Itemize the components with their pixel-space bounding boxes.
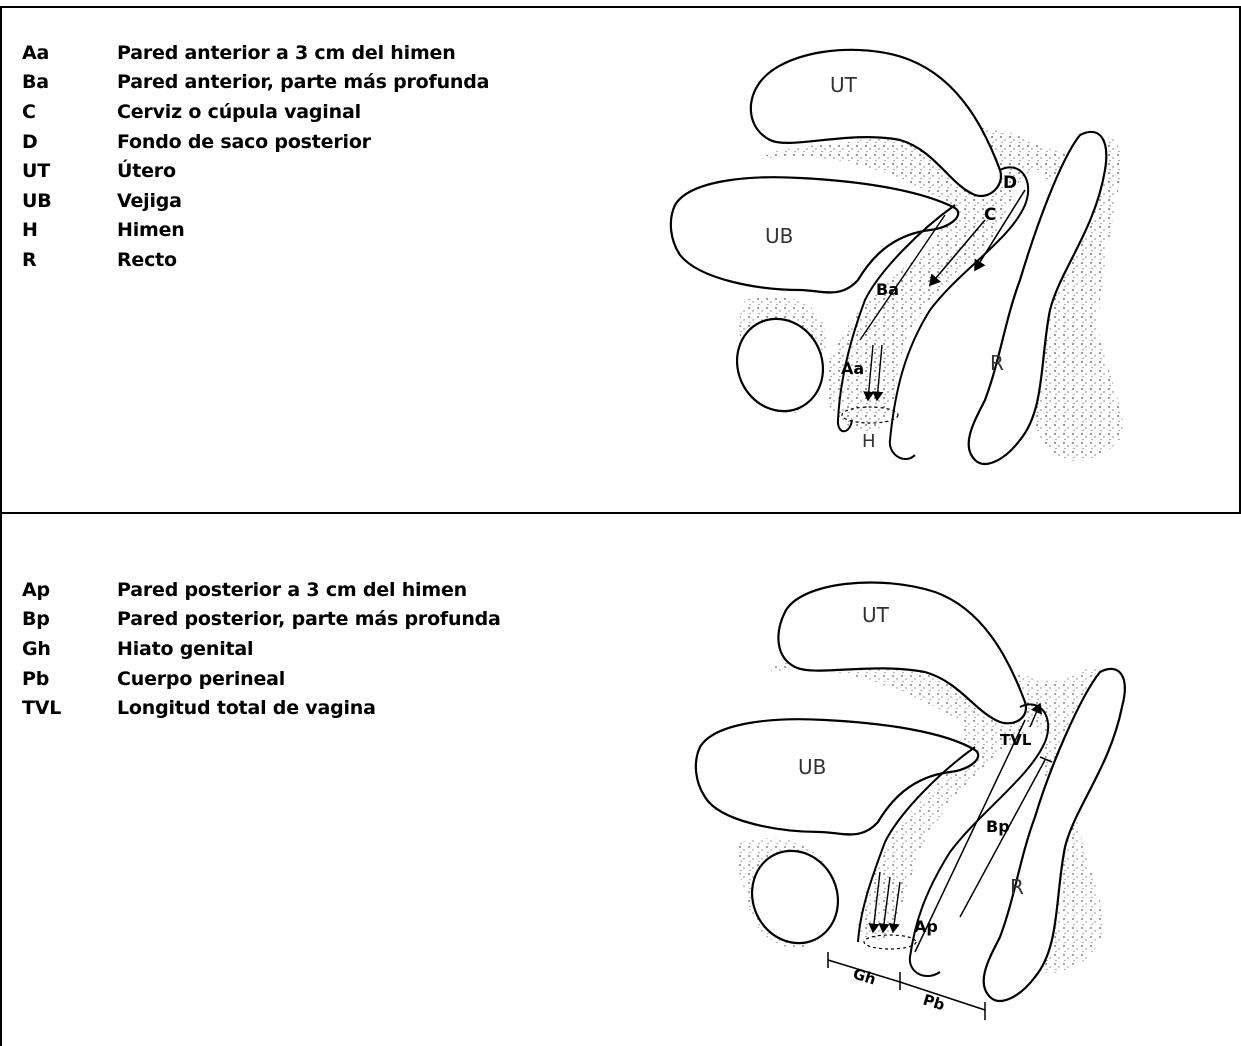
label-pb: Pb	[921, 991, 947, 1015]
label-ut: UT	[830, 73, 858, 97]
label-ut: UT	[862, 603, 890, 627]
pelvic-diagram-anterior: UT UB R D C Ba Aa H	[0, 0, 1241, 512]
label-gh: Gh	[851, 965, 878, 989]
label-ba: Ba	[876, 280, 899, 299]
label-r: R	[990, 351, 1004, 375]
pelvic-diagram-posterior: UT UB R TVL Bp Ap Gh Pb	[0, 512, 1241, 1046]
label-aa: Aa	[841, 359, 864, 378]
label-tvl: TVL	[1000, 731, 1032, 749]
label-c: C	[984, 205, 996, 225]
label-bp: Bp	[986, 817, 1010, 836]
uterus-outline	[778, 582, 1026, 723]
label-h: H	[862, 431, 876, 452]
label-r: R	[1010, 875, 1024, 899]
uterus-outline	[751, 50, 1001, 196]
label-ap: Ap	[914, 917, 938, 936]
label-d: D	[1003, 173, 1017, 193]
label-ub: UB	[765, 224, 793, 248]
label-ub: UB	[798, 755, 826, 779]
